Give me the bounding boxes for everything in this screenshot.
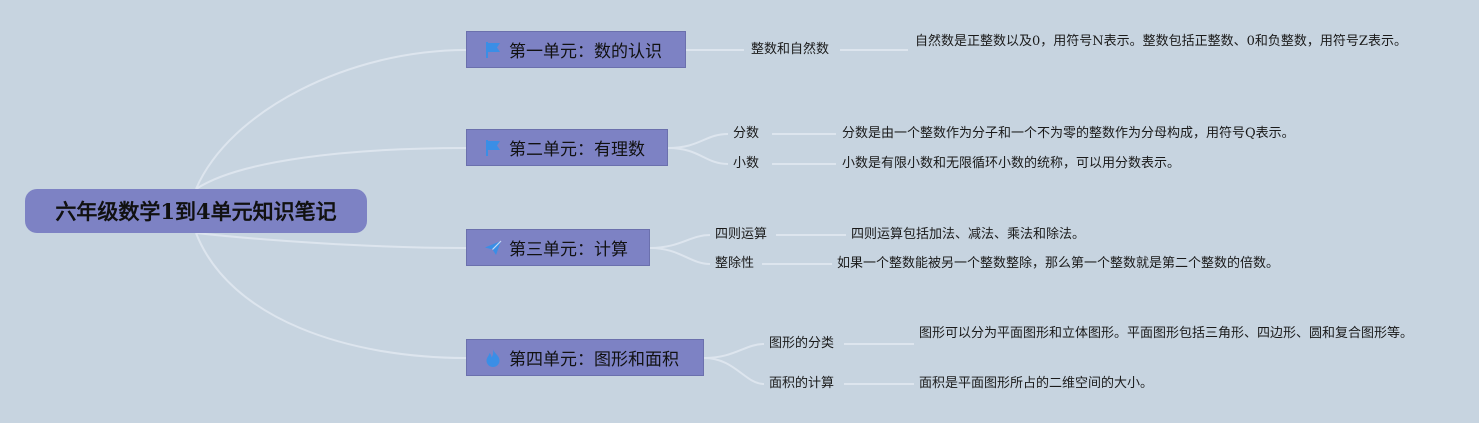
paper-plane-icon (483, 238, 503, 258)
unit-node-2[interactable]: 第二单元：有理数 (466, 129, 668, 166)
unit-label: 第一单元：数的认识 (509, 42, 662, 62)
topic-description: 自然数是正整数以及0，用符号N表示。整数包括正整数、0和负整数，用符号Z表示。 (915, 34, 1407, 49)
topic-node[interactable]: 分数 (733, 126, 760, 141)
root-title: 六年级数学1到4单元知识笔记 (55, 199, 337, 224)
topic-description: 四则运算包括加法、减法、乘法和除法。 (851, 227, 1086, 242)
unit-node-1[interactable]: 第一单元：数的认识 (466, 31, 686, 68)
unit-label: 第三单元：计算 (509, 240, 628, 260)
topic-node[interactable]: 小数 (733, 156, 760, 171)
topic-description: 分数是由一个整数作为分子和一个不为零的整数作为分母构成，用符号Q表示。 (842, 126, 1295, 141)
root-node[interactable]: 六年级数学1到4单元知识笔记 (25, 189, 367, 233)
topic-description: 面积是平面图形所占的二维空间的大小。 (919, 376, 1154, 391)
topic-node[interactable]: 图形的分类 (769, 336, 835, 351)
topic-description: 图形可以分为平面图形和立体图形。平面图形包括三角形、四边形、圆和复合图形等。 (919, 326, 1414, 341)
flag-icon (483, 40, 503, 60)
topic-node[interactable]: 四则运算 (715, 227, 768, 242)
unit-node-3[interactable]: 第三单元：计算 (466, 229, 650, 266)
fire-icon (483, 348, 503, 368)
topic-node[interactable]: 面积的计算 (769, 376, 835, 391)
topic-description: 小数是有限小数和无限循环小数的统称，可以用分数表示。 (842, 156, 1181, 171)
topic-node[interactable]: 整数和自然数 (751, 42, 830, 57)
unit-label: 第二单元：有理数 (509, 140, 645, 160)
topic-description: 如果一个整数能被另一个整数整除，那么第一个整数就是第二个整数的倍数。 (837, 256, 1280, 271)
unit-label: 第四单元：图形和面积 (509, 350, 679, 370)
unit-node-4[interactable]: 第四单元：图形和面积 (466, 339, 704, 376)
topic-node[interactable]: 整除性 (715, 256, 755, 271)
flag-icon (483, 138, 503, 158)
